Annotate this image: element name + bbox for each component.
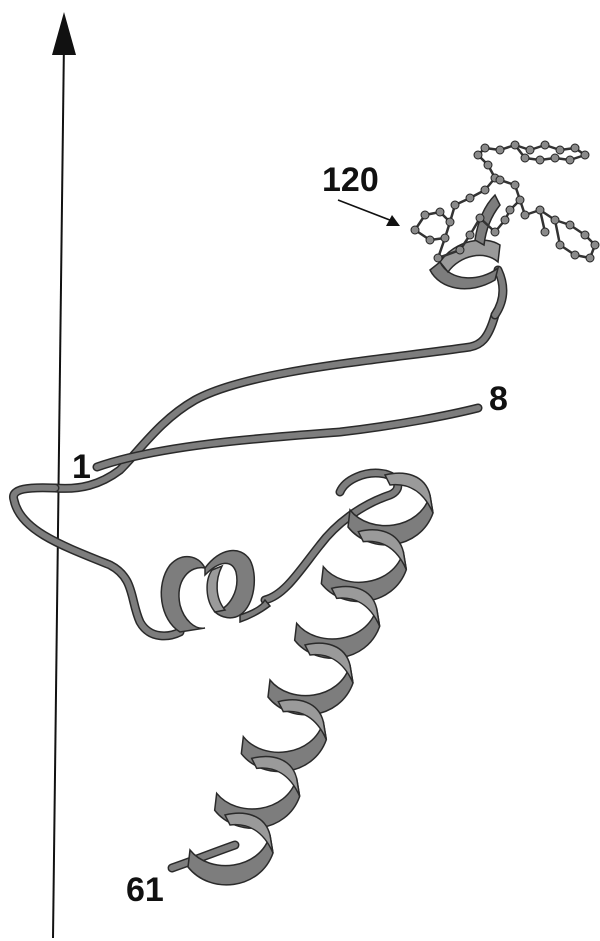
ligand-atom bbox=[536, 156, 544, 164]
ligand-atom bbox=[446, 218, 454, 226]
residue-label-120: 120 bbox=[322, 163, 379, 197]
ligand-atom bbox=[426, 236, 434, 244]
ligand-atom bbox=[566, 221, 574, 229]
residue-label-8: 8 bbox=[489, 382, 508, 416]
ligand-atom bbox=[581, 231, 589, 239]
ligand-atom bbox=[541, 228, 549, 236]
ligand-atom bbox=[516, 196, 524, 204]
ligand-atom bbox=[536, 206, 544, 214]
ligand-atom bbox=[586, 254, 594, 262]
ligand-atom bbox=[496, 176, 504, 184]
ligand-atom bbox=[506, 206, 514, 214]
ligand-atom bbox=[436, 208, 444, 216]
ligand-atom bbox=[581, 151, 589, 159]
ligand-atom bbox=[551, 216, 559, 224]
ligand-atom bbox=[541, 141, 549, 149]
ligand-atom bbox=[521, 154, 529, 162]
ligand-atom bbox=[456, 246, 464, 254]
ligand-atom bbox=[566, 156, 574, 164]
ligand-atom bbox=[526, 146, 534, 154]
ligand-atom bbox=[421, 211, 429, 219]
ligand-atom bbox=[451, 201, 459, 209]
helix-long bbox=[188, 473, 433, 885]
ligand-atom bbox=[441, 234, 449, 242]
ligand-atom bbox=[481, 186, 489, 194]
ligand-atom bbox=[571, 144, 579, 152]
ligand-atom bbox=[484, 161, 492, 169]
residue-label-1: 1 bbox=[72, 450, 91, 484]
ligand-atom bbox=[466, 231, 474, 239]
ligand-atom bbox=[551, 154, 559, 162]
coil-ribbon bbox=[13, 270, 502, 868]
ligand-atom bbox=[511, 181, 519, 189]
ligand-atom bbox=[474, 151, 482, 159]
ligand-ball-and-stick bbox=[411, 141, 599, 262]
ligand-atom bbox=[476, 214, 484, 222]
ligand-atom bbox=[501, 216, 509, 224]
ligand-atom bbox=[571, 251, 579, 259]
residue-label-61: 61 bbox=[126, 873, 164, 907]
helix-small bbox=[161, 551, 270, 632]
ligand-atom bbox=[491, 228, 499, 236]
ligand-atom bbox=[481, 144, 489, 152]
ligand-atom bbox=[511, 141, 519, 149]
ligand-atom bbox=[591, 241, 599, 249]
ligand-atom bbox=[556, 241, 564, 249]
ligand-atom bbox=[466, 194, 474, 202]
ligand-atom bbox=[434, 254, 442, 262]
pointer-arrow-120 bbox=[338, 200, 400, 226]
ligand-atom bbox=[556, 146, 564, 154]
ligand-atom bbox=[411, 226, 419, 234]
ligand-atom bbox=[521, 211, 529, 219]
ligand-atom bbox=[496, 146, 504, 154]
axis-arrowhead bbox=[52, 12, 76, 55]
